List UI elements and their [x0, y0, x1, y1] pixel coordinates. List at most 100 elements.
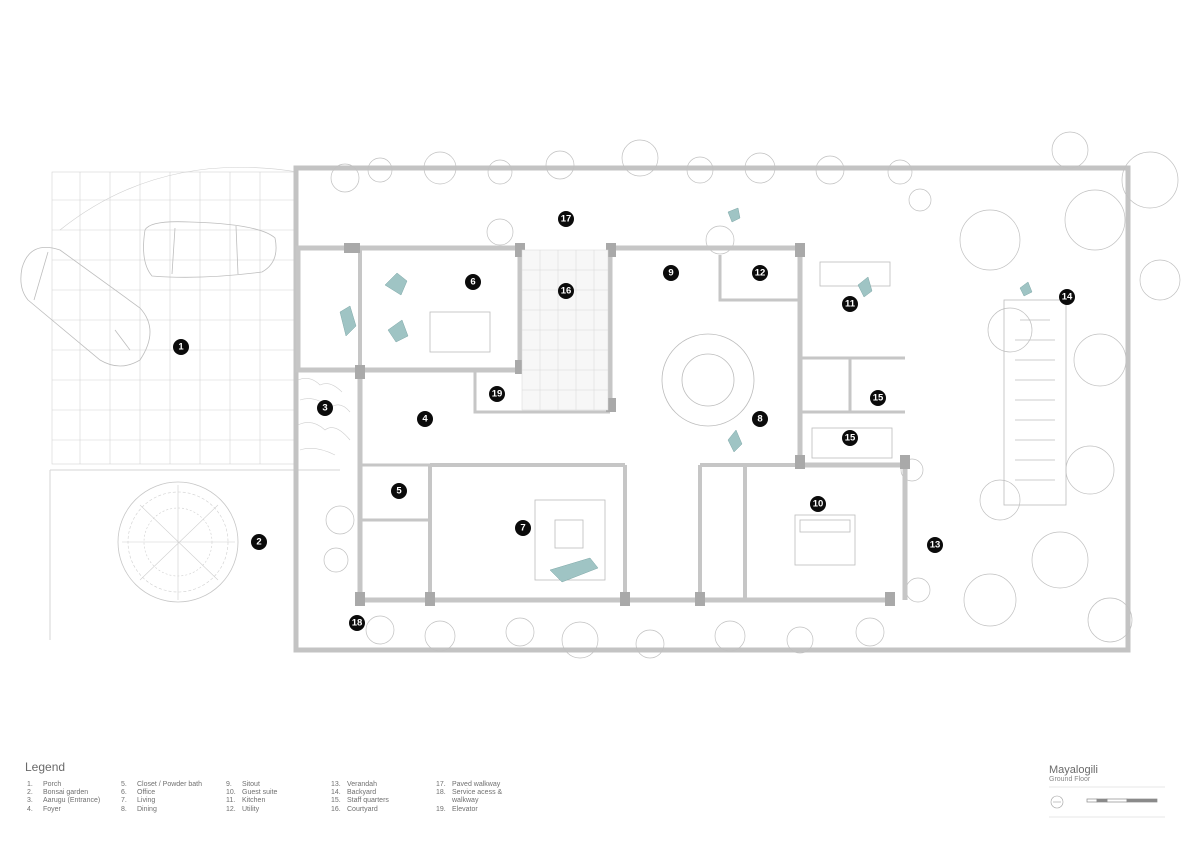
svg-text:15: 15	[873, 393, 884, 404]
legend-number: 13.	[331, 781, 341, 788]
legend-number: 5.	[121, 781, 127, 788]
legend-label: Sitout	[242, 781, 260, 788]
legend-number: 15.	[331, 797, 341, 805]
svg-text:5: 5	[396, 486, 402, 497]
backyard-strip	[1003, 299, 1067, 506]
svg-text:6: 6	[470, 277, 475, 288]
legend-label: Elevator	[452, 805, 478, 813]
room-marker-3: 3	[317, 400, 333, 416]
svg-text:7: 7	[520, 523, 525, 534]
legend-number: 12.	[226, 805, 236, 813]
room-marker-11: 11	[842, 296, 858, 312]
legend-number: 14.	[331, 789, 341, 797]
legend-label: Verandah	[347, 781, 377, 788]
legend-label: Backyard	[347, 789, 377, 797]
legend-item: 15.Staff quarters	[331, 797, 389, 805]
legend-number: 2.	[27, 789, 33, 797]
legend-item: 4. Foyer	[27, 806, 100, 814]
room-marker-16: 16	[558, 283, 574, 299]
legend-number: 1.	[27, 781, 33, 788]
legend-label: Closet / Powder bath	[137, 781, 202, 788]
room-marker-6: 6	[465, 274, 481, 290]
legend-number: 19.	[436, 805, 446, 813]
legend-item: 11.Kitchen	[226, 797, 277, 805]
legend-number: 17.	[436, 781, 446, 788]
legend-column-5: 17. Paved walkway 18. Service acess & walk…	[436, 781, 516, 814]
room-marker-4: 4	[417, 411, 433, 427]
svg-text:1: 1	[178, 342, 184, 353]
room-marker-15b: 15	[842, 430, 858, 446]
legend-label: Foyer	[43, 805, 61, 813]
legend-label: Paved walkway	[452, 781, 501, 788]
room-marker-12: 12	[752, 265, 768, 281]
furniture	[429, 261, 893, 581]
legend-item: 19. Elevator	[436, 806, 516, 814]
north-arrow-icon	[1050, 795, 1064, 809]
svg-text:3: 3	[322, 403, 327, 414]
svg-text:14: 14	[1062, 292, 1073, 303]
aarugu-paving	[297, 378, 351, 456]
legend-number: 8.	[121, 805, 127, 813]
svg-text:18: 18	[352, 618, 363, 629]
legend-item: 13. Verandah	[331, 781, 389, 789]
legend-column-2: 5. Closet / Powder bath 6.Office 7. Living…	[121, 781, 202, 814]
room-marker-19: 19	[489, 386, 505, 402]
room-marker-13: 13	[927, 537, 943, 553]
room-marker-1: 1	[173, 339, 189, 355]
vegetation	[323, 131, 1181, 659]
legend-label: Living	[137, 797, 156, 805]
legend-label: Service acess & walkway	[452, 789, 503, 805]
legend-number: 6.	[121, 789, 127, 797]
legend-column-1: 1. Porch 2. Bonsai garden 3.Aarugu (Entran…	[27, 781, 100, 814]
legend-item: 6.Office	[121, 789, 202, 797]
legend-label: Porch	[43, 781, 62, 788]
room-marker-8: 8	[752, 411, 768, 427]
legend-number: 9.	[226, 781, 232, 788]
car-angled	[20, 246, 151, 367]
room-marker-7: 7	[515, 520, 531, 536]
svg-text:8: 8	[757, 414, 762, 425]
project-title: Mayalogili	[1049, 764, 1098, 776]
legend-item: 16. Courtyard	[331, 806, 389, 814]
svg-text:9: 9	[668, 268, 673, 279]
svg-text:4: 4	[422, 414, 428, 425]
legend-title: Legend	[25, 760, 66, 774]
svg-text:13: 13	[930, 540, 941, 551]
legend-item: 10.Guest suite	[226, 789, 277, 797]
legend-label: Courtyard	[347, 805, 378, 813]
legend-column-4: 13. Verandah 14. Backyard 15.Staff quarter…	[331, 781, 389, 814]
legend-item: 14. Backyard	[331, 789, 389, 797]
legend-label: Guest suite	[242, 789, 278, 797]
room-marker-18: 18	[349, 615, 365, 631]
room-marker-5: 5	[391, 483, 407, 499]
legend-item: 2. Bonsai garden	[27, 789, 100, 797]
accent-figures	[339, 207, 1033, 583]
bonsai-garden	[49, 469, 340, 640]
legend-label: Utility	[242, 805, 260, 813]
legend-label: Bonsai garden	[43, 789, 89, 797]
legend-item: 7. Living	[121, 797, 202, 805]
svg-text:11: 11	[845, 299, 856, 310]
legend-number: 16.	[331, 805, 341, 813]
plot-boundary	[293, 165, 1131, 653]
svg-text:16: 16	[561, 286, 572, 297]
scale-graphic	[1086, 798, 1158, 803]
legend-label: Aarugu (Entrance)	[43, 797, 101, 805]
room-marker-9: 9	[663, 265, 679, 281]
scale-bar	[1049, 786, 1165, 818]
courtyard	[521, 249, 609, 411]
car-top	[143, 221, 277, 278]
legend-item: 3.Aarugu (Entrance)	[27, 797, 100, 805]
room-marker-14: 14	[1059, 289, 1075, 305]
legend-column-3: 9. Sitout 10.Guest suite 11.Kitchen 12. Ut…	[226, 781, 277, 814]
svg-text:15: 15	[845, 433, 856, 444]
svg-text:2: 2	[256, 537, 261, 548]
legend-number: 18.	[436, 789, 446, 797]
porch-driveway	[51, 166, 299, 465]
svg-text:17: 17	[561, 214, 572, 225]
legend-number: 4.	[27, 805, 33, 813]
legend-number: 11.	[226, 797, 236, 805]
room-marker-15a: 15	[870, 390, 886, 406]
legend-number: 7.	[121, 797, 127, 805]
legend-item: 12. Utility	[226, 806, 277, 814]
